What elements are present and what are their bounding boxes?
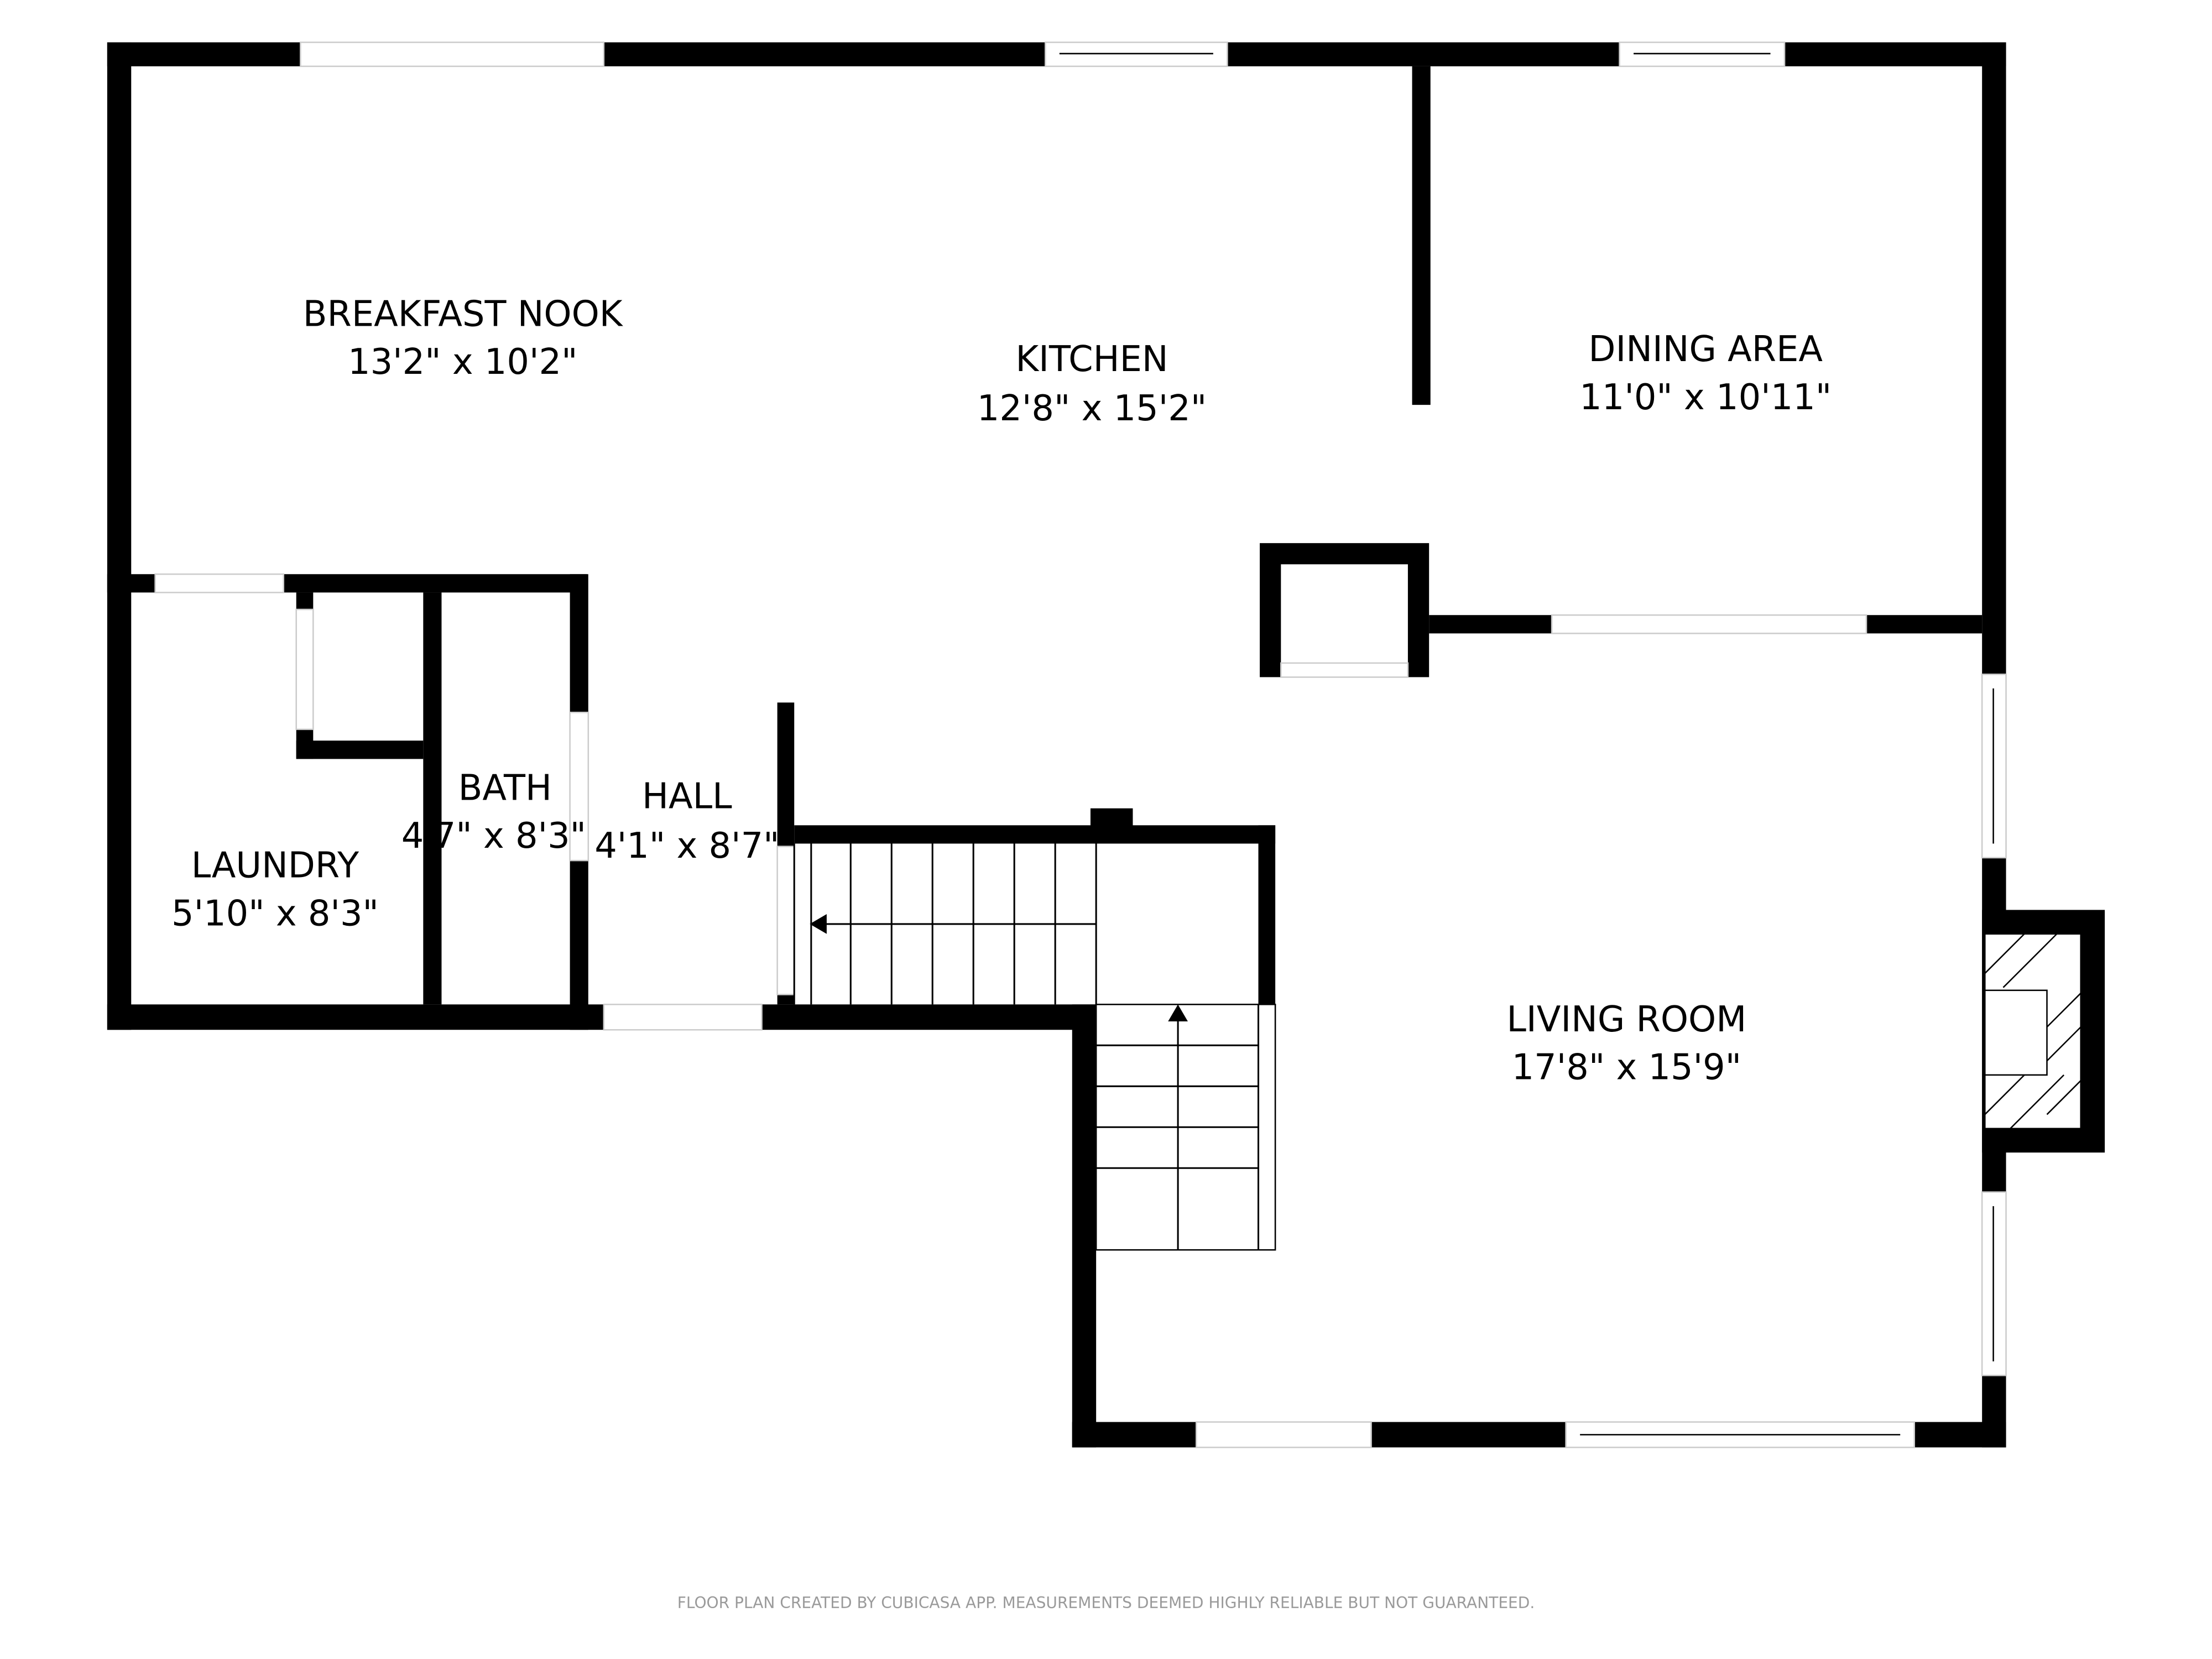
openings	[154, 41, 2007, 1448]
room-size-laundry: 5'10" x 8'3"	[171, 893, 379, 934]
room-size-bath: 4'7" x 8'3"	[401, 816, 586, 857]
room-name-hall: HALL	[642, 776, 732, 817]
walls	[107, 42, 2105, 1448]
room-name-laundry: LAUNDRY	[191, 846, 359, 886]
room-size-living-room: 17'8" x 15'9"	[1512, 1047, 1741, 1088]
room-name-dining-area: DINING AREA	[1588, 329, 1823, 370]
room-name-bath: BATH	[458, 768, 552, 808]
room-name-breakfast-nook: BREAKFAST NOOK	[303, 294, 624, 335]
footer-disclaimer: FLOOR PLAN CREATED BY CUBICASA APP. MEAS…	[677, 1594, 1535, 1612]
room-name-living-room: LIVING ROOM	[1506, 999, 1746, 1040]
stairs	[793, 843, 1276, 1251]
room-labels: BREAKFAST NOOK 13'2" x 10'2" KITCHEN 12'…	[171, 294, 1832, 1088]
room-size-hall: 4'1" x 8'7"	[594, 826, 779, 867]
fireplace	[1984, 933, 2082, 1130]
room-size-dining-area: 11'0" x 10'11"	[1579, 377, 1832, 418]
room-size-kitchen: 12'8" x 15'2"	[977, 388, 1207, 429]
room-size-breakfast-nook: 13'2" x 10'2"	[348, 342, 577, 383]
room-name-kitchen: KITCHEN	[1015, 339, 1168, 380]
